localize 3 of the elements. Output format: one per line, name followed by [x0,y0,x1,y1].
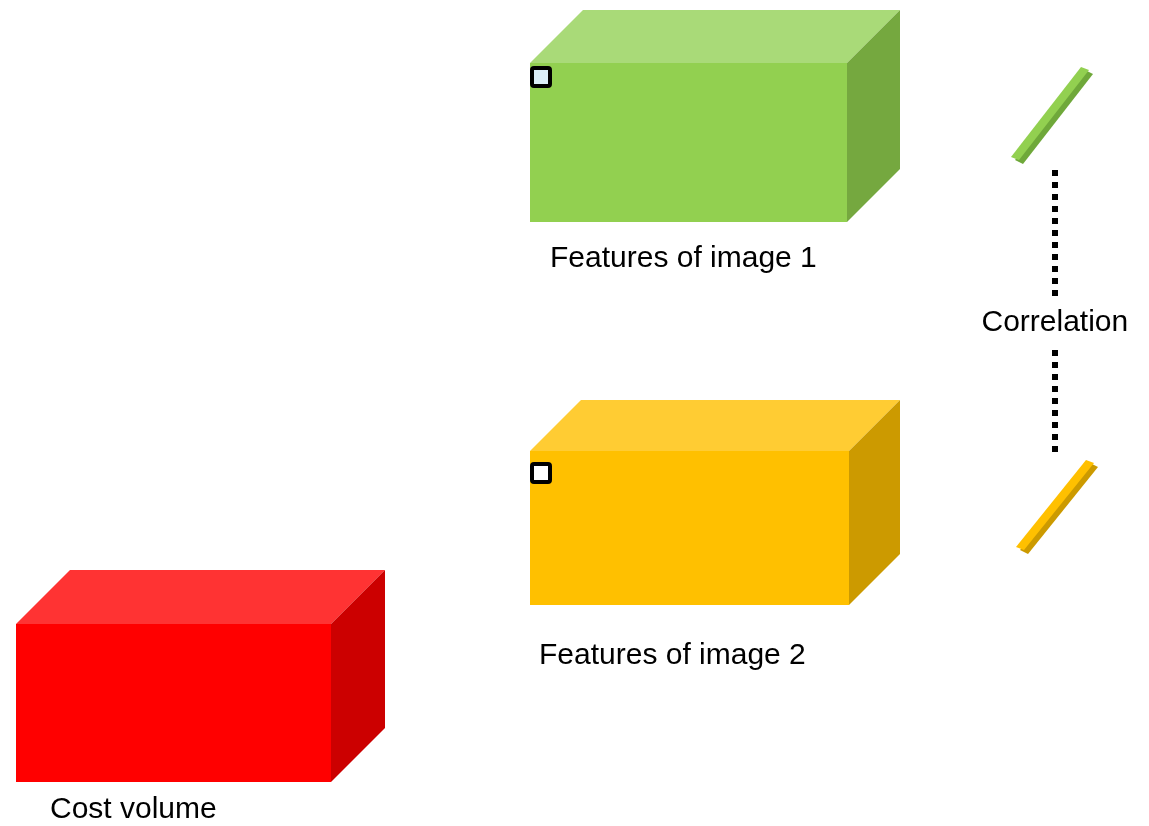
box-caption: Features of image 2 [539,637,806,671]
box-caption: Cost volume [50,791,217,825]
box-caption: Features of image 1 [550,240,817,274]
